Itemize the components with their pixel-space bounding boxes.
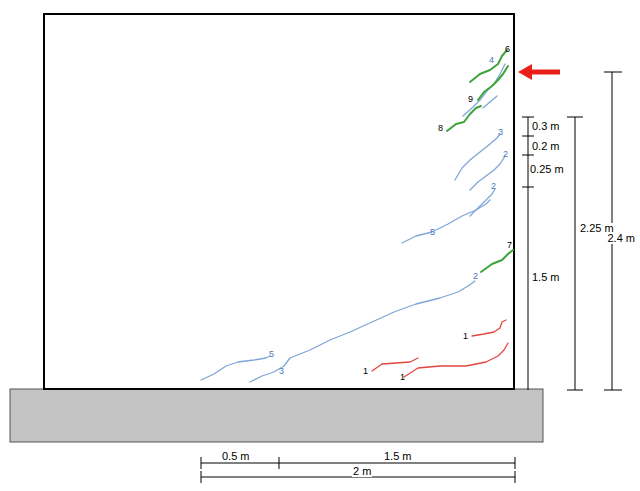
callout-number: 8	[438, 124, 443, 133]
dimension-label: 1.5 m	[532, 272, 560, 283]
callout-number: 1	[363, 367, 368, 376]
dimension-label: 2.4 m	[606, 233, 636, 244]
dimension-label: 0.5 m	[222, 451, 250, 462]
foundation-slab	[10, 389, 543, 442]
crack-lines-green	[447, 50, 513, 272]
crack-lines-red	[372, 320, 508, 377]
dimension-label: 2 m	[352, 466, 372, 477]
callout-number: 2	[503, 150, 508, 159]
callout-number: 1	[463, 332, 468, 341]
callout-number: 5	[430, 228, 435, 237]
callout-number: 9	[468, 95, 473, 104]
callout-number: 5	[269, 350, 274, 359]
callout-number: 1	[400, 373, 405, 382]
load-arrowhead	[518, 64, 532, 80]
dimension-label: 0.25 m	[530, 164, 564, 175]
crack-lines-blue	[201, 64, 505, 382]
wall-panel	[44, 14, 514, 389]
dimension-label: 0.3 m	[532, 121, 560, 132]
dimension-label: 0.2 m	[532, 141, 560, 152]
callout-number: 3	[279, 367, 284, 376]
callout-number: 3	[498, 128, 503, 137]
callout-number: 2	[473, 272, 478, 281]
callout-number: 4	[489, 56, 494, 65]
dimension-label: 1.5 m	[384, 451, 412, 462]
callout-number: 7	[507, 241, 512, 250]
callout-number: 6	[505, 45, 510, 54]
dimension-label: 2.25 m	[579, 223, 615, 234]
callout-number: 2	[491, 182, 496, 191]
load-arrow	[528, 70, 560, 75]
dimension-lines-right	[522, 72, 622, 390]
